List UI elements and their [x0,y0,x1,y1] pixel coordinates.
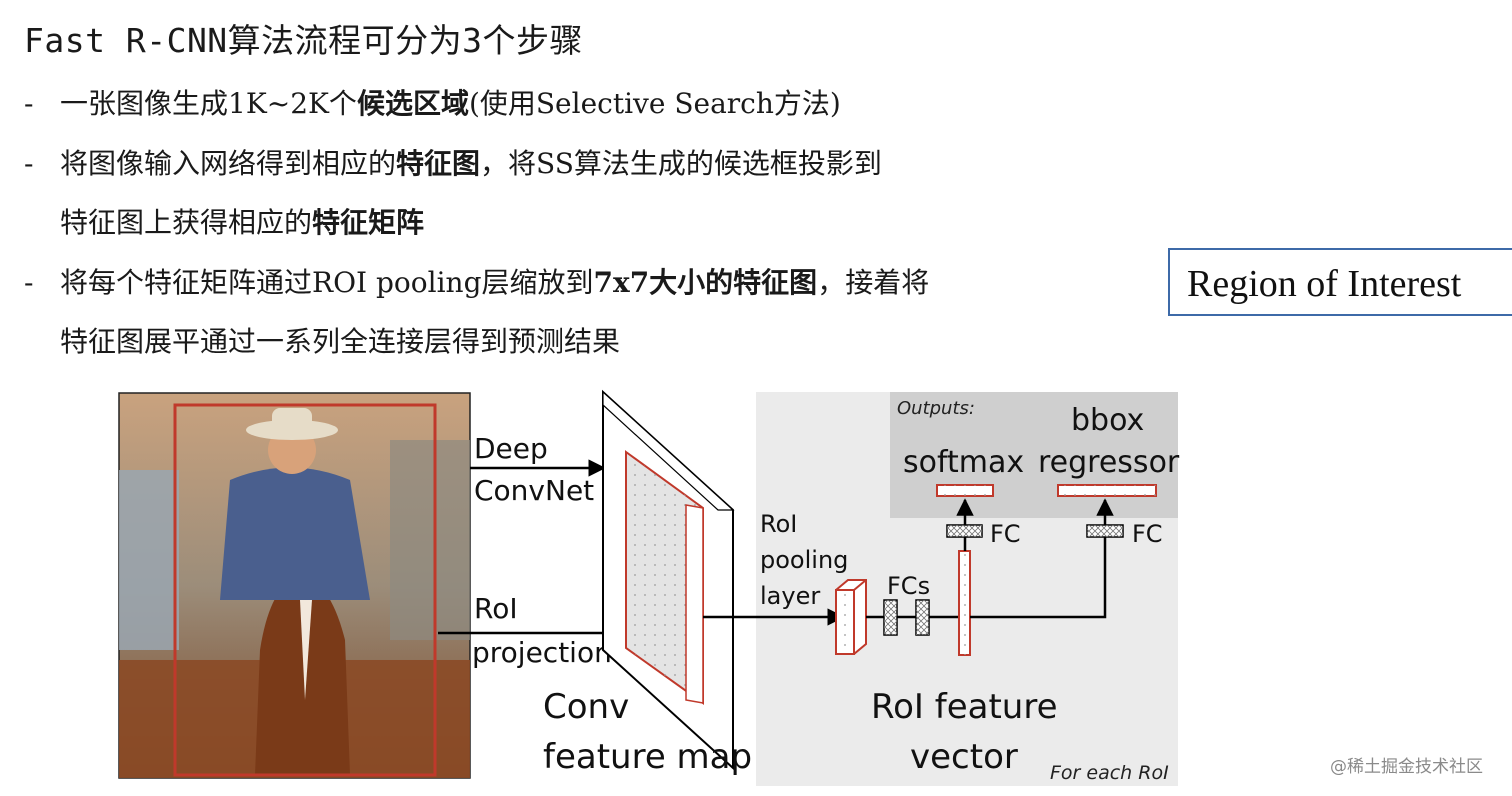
vector-to-bbox-line [970,537,1107,619]
conv-feature-map [602,389,735,771]
convnet-label: ConvNet [474,474,594,507]
step-2: -将图像输入网络得到相应的特征图，将SS算法生成的候选框投影到 [24,142,882,182]
roi-feature-label: RoI feature [871,687,1058,727]
fc-right-label: FC [1132,520,1163,548]
slide-title: Fast R-CNN算法流程可分为3个步骤 [24,21,584,60]
for-each-roi-label: For each RoI [1050,762,1169,784]
step-3-text-a: 将每个特征矩阵通过ROI pooling层缩放到 [60,266,594,299]
roi-pooling-label-1: RoI [760,510,797,538]
watermark: @稀土掘金技术社区 [1330,757,1483,777]
step-2-bold: 特征图 [396,147,481,180]
fc-left-label: FC [990,520,1021,548]
pooled-feature-cube [835,579,867,655]
step-1-text-a: 一张图像生成1K~2K个 [60,87,357,120]
step-1-text-b: (使用Selective Search方法) [468,87,841,120]
bullet-dash: - [24,147,34,180]
fcs-label: FCs [887,572,930,600]
step-2-cont-text: 特征图上获得相应的 [60,206,313,239]
step-2-text-b: ，将SS算法生成的候选框投影到 [480,147,882,180]
softmax-label: softmax [903,445,1024,480]
region-of-interest-box: Region of Interest [1168,248,1512,316]
step-3-text-b: ，接着将 [817,266,930,299]
bullet-dash: - [24,87,34,120]
step-1-bold: 候选区域 [356,87,469,120]
bbox-label: bbox [1071,403,1144,438]
step-3: -将每个特征矩阵通过ROI pooling层缩放到7x7大小的特征图，接着将 [24,261,929,301]
step-2-text-a: 将图像输入网络得到相应的 [60,147,397,180]
bullet-dash: - [24,266,34,299]
deep-label: Deep [474,432,548,465]
feature-map-label: feature map [543,737,752,777]
vector-label: vector [910,737,1018,777]
regressor-label: regressor [1038,445,1180,480]
projection-label: projection [472,636,612,669]
step-3-cont: 特征图展平通过一系列全连接层得到预测结果 [24,320,620,360]
input-photo [118,392,471,779]
outputs-label: Outputs: [897,398,975,419]
step-3-bold: 7x7大小的特征图 [593,266,818,299]
region-of-interest-label: Region of Interest [1187,263,1462,305]
step-1: -一张图像生成1K~2K个候选区域(使用Selective Search方法) [24,82,841,122]
step-2-cont-bold: 特征矩阵 [312,206,425,239]
step-3-cont-text: 特征图展平通过一系列全连接层得到预测结果 [60,325,621,358]
roi-label: RoI [474,592,518,625]
roi-pooling-label-3: layer [760,582,820,610]
roi-pooling-label-2: pooling [760,546,848,574]
conv-label: Conv [543,687,629,727]
step-2-cont: 特征图上获得相应的特征矩阵 [24,201,424,241]
